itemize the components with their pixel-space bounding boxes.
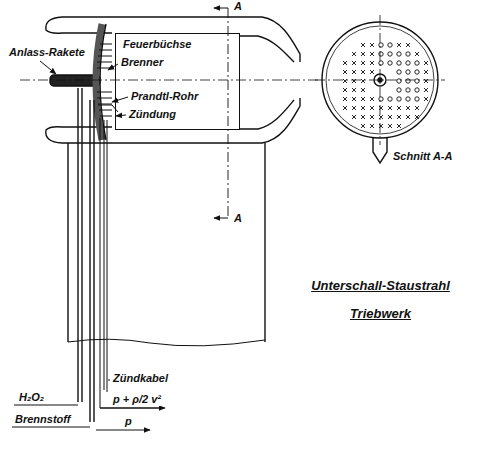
leader-line [108,380,110,381]
centre-line [20,80,320,81]
injector-pattern [343,43,428,128]
h2o2-tube [78,88,82,402]
nozzle-liner [240,100,294,129]
leader-line [116,115,126,116]
leader-line [12,427,90,428]
section-mark: A [233,212,243,225]
break-line [68,339,265,346]
pressure-line [100,408,165,409]
title: Unterschall-Staustrahl Triebwerk [298,272,463,328]
part-label: Zündung [128,108,177,121]
pressure-line [96,430,150,431]
section-arrow [214,8,228,9]
centre-line [315,15,445,145]
nozzle-liner [240,36,294,62]
burner-manifold [96,24,102,140]
burner-manifold [100,24,106,140]
leader-line [14,405,78,406]
leader-line [108,64,118,70]
pressure-label: p [124,415,133,428]
pylon [264,143,265,342]
section-arrow [214,218,228,219]
section-mark: A [233,0,243,13]
leader-line [40,61,56,74]
view-label: Schnitt A-A [392,150,453,163]
part-label: Prandtl-Rohr [130,90,199,103]
part-label: Zündkabel [112,372,169,385]
section-line [228,8,229,218]
medium-label: Brennstoff [14,413,71,426]
pylon-stub [373,138,387,163]
pressure-label: p + ρ/2 v² [112,393,162,406]
medium-label: H₂O₂ [18,391,45,404]
prandtl-tube [98,105,160,408]
fuel-tube [90,100,94,422]
box-label: Feuerbüchse [122,38,192,50]
pylon [67,143,68,342]
ignition-cable [104,120,107,392]
part-label: Brenner [120,56,164,69]
part-label: Anlass-Rakete [8,46,86,59]
